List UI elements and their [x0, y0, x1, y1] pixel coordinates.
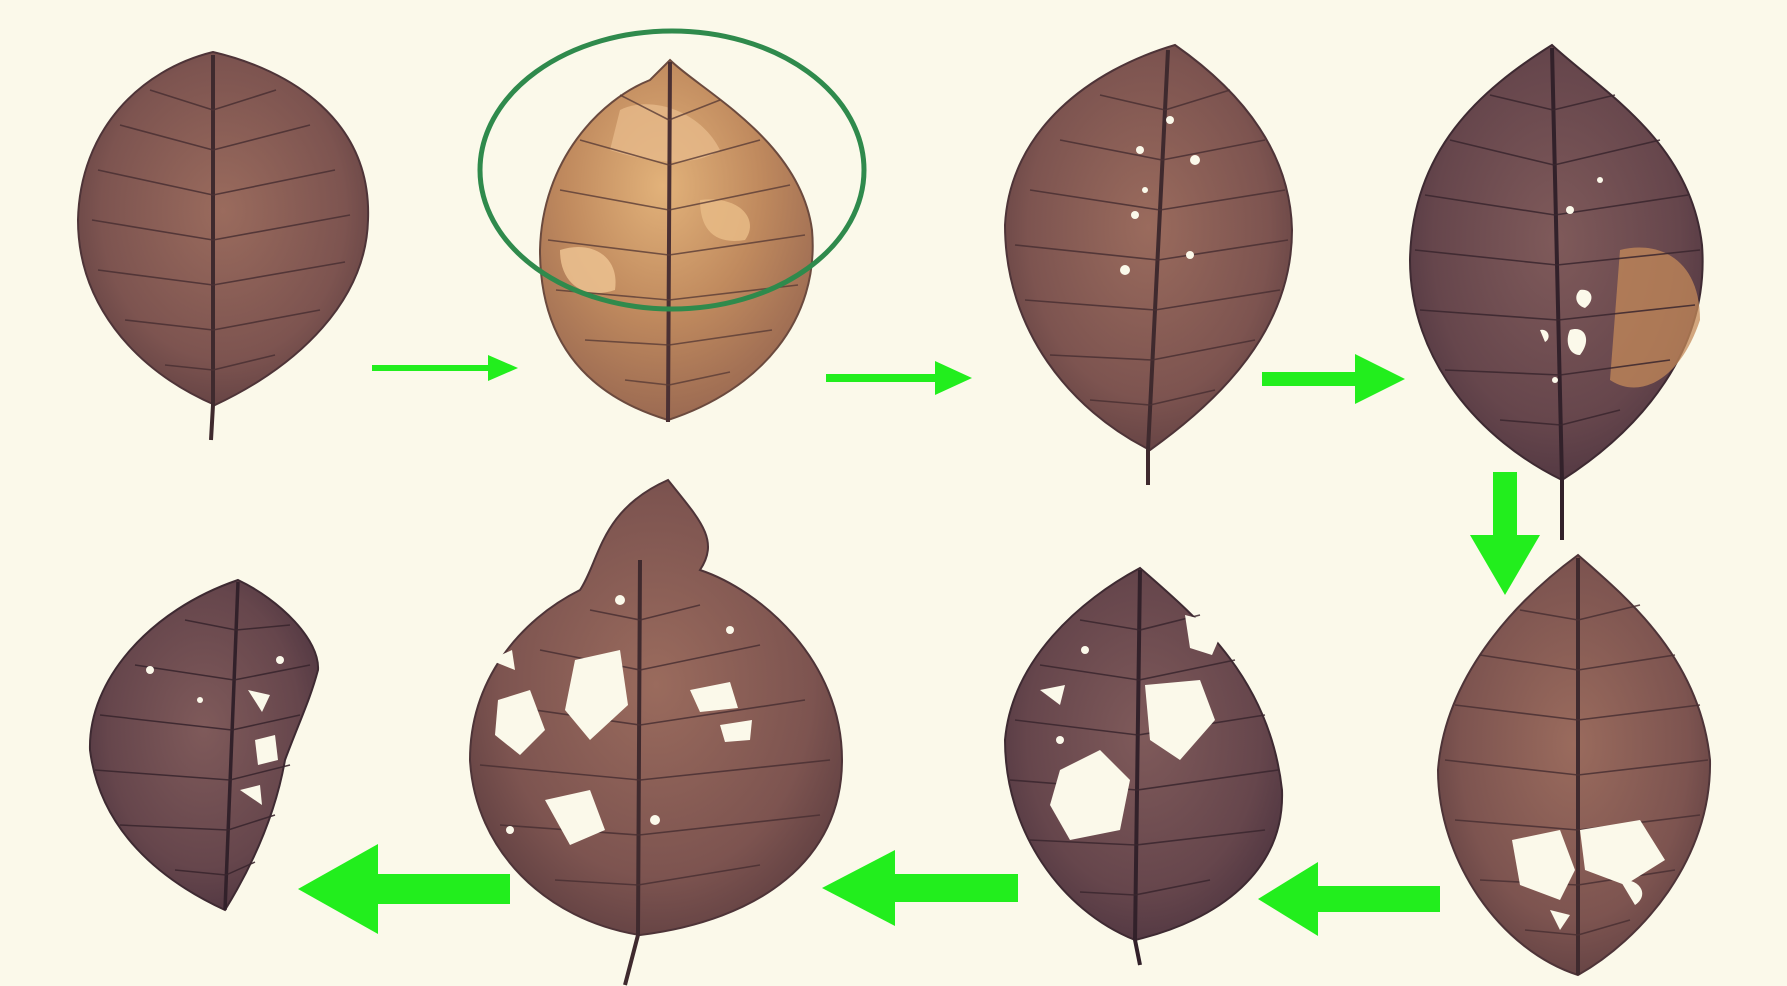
leaf-6-extensive-holes — [1005, 568, 1282, 965]
arrow-left-icon — [298, 844, 510, 934]
leaf-5-large-holes — [1438, 555, 1710, 975]
arrow-left-icon — [1258, 862, 1440, 936]
leaf-7-fragmented — [470, 480, 842, 985]
arrow-right-icon — [826, 361, 972, 395]
arrow-right-icon — [372, 355, 518, 381]
leaf-3-small-holes — [1005, 45, 1292, 485]
arrow-left-icon — [822, 850, 1018, 926]
arrow-down-icon — [1470, 472, 1540, 595]
leaf-2-bleached — [480, 31, 864, 420]
arrow-right-icon — [1262, 354, 1405, 404]
leaf-1-intact — [78, 52, 368, 440]
leaf-8-skeletonizing — [90, 580, 318, 910]
leaf-4-darkened-holes — [1410, 45, 1703, 540]
